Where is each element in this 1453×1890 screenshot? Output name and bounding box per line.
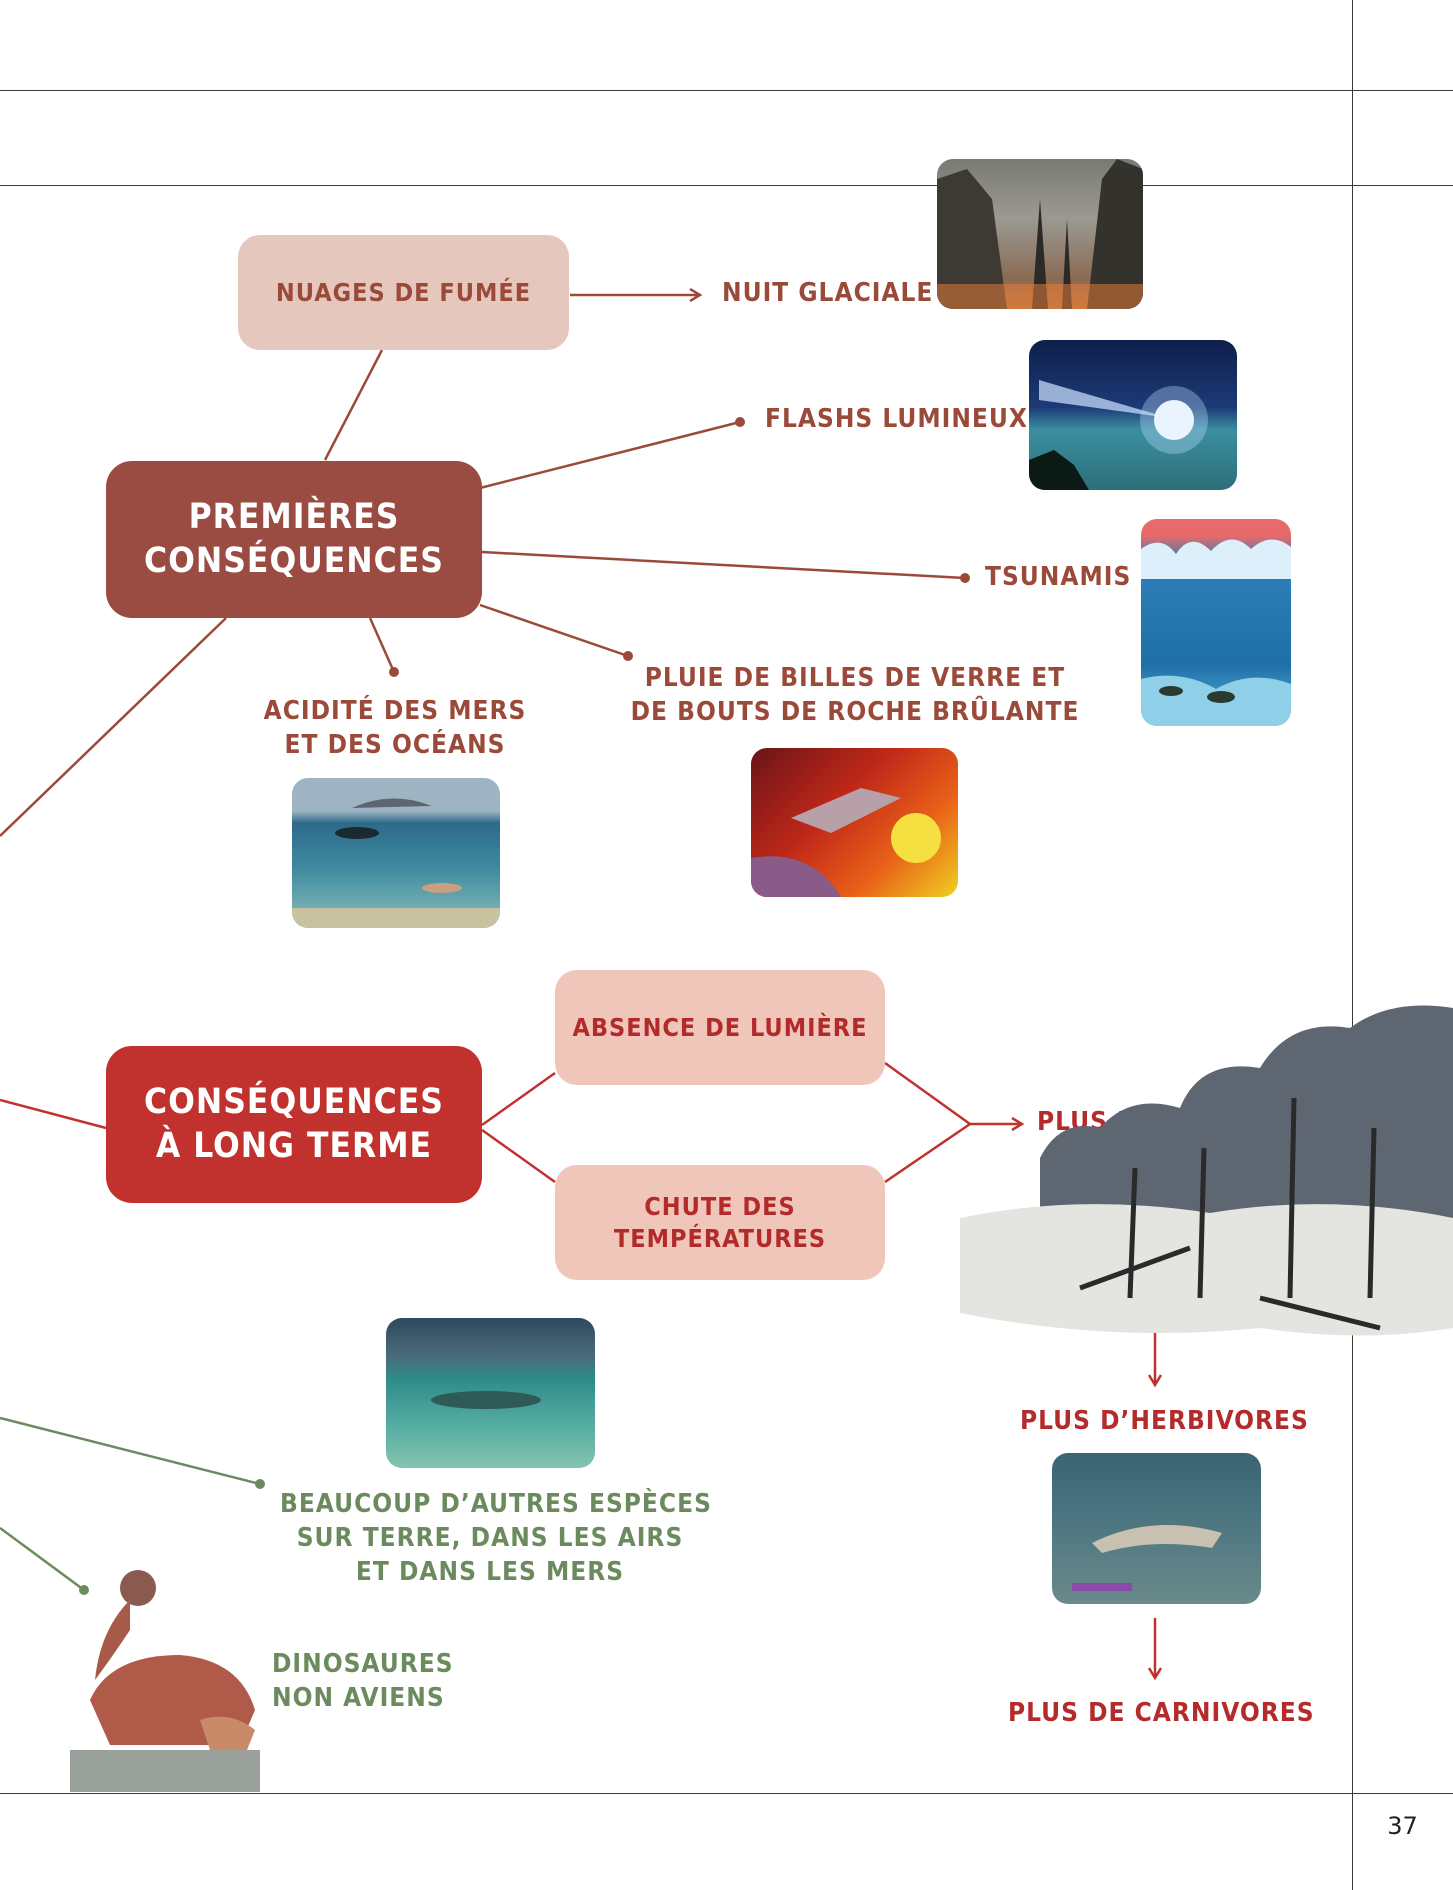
illustration-light-flash xyxy=(1029,340,1237,490)
label-acidite: ACIDITÉ DES MERS ET DES OCÉANS xyxy=(255,695,535,763)
label-dino-line2: NON AVIENS xyxy=(272,1682,445,1713)
top-rule-2 xyxy=(0,185,1453,186)
label-especes-line2: SUR TERRE, DANS LES AIRS xyxy=(296,1522,684,1553)
label-pluie: PLUIE DE BILLES DE VERRE ET DE BOUTS DE … xyxy=(630,662,1080,730)
illustration-sea-creature xyxy=(386,1318,595,1468)
illustration-burnt-forest xyxy=(937,159,1143,309)
node-chute-line2: TEMPÉRATURES xyxy=(613,1223,827,1253)
node-consequences-long-terme: CONSÉQUENCES À LONG TERME xyxy=(106,1046,482,1203)
illustration-devastated-landscape xyxy=(960,998,1453,1343)
label-autres-especes: BEAUCOUP D’AUTRES ESPÈCES SUR TERRE, DAN… xyxy=(280,1488,712,1589)
page-number: 37 xyxy=(1387,1812,1418,1840)
illustration-acid-sea xyxy=(292,778,500,928)
label-pluie-line1: PLUIE DE BILLES DE VERRE ET xyxy=(644,663,1066,693)
label-especes-line1: BEAUCOUP D’AUTRES ESPÈCES xyxy=(280,1489,712,1519)
label-plus-dherbivores: PLUS D’HERBIVORES xyxy=(1020,1406,1309,1436)
label-flashs-lumineux: FLASHS LUMINEUX xyxy=(765,404,1028,434)
illustration-tsunami xyxy=(1141,519,1291,726)
node-nuages-label: NUAGES DE FUMÉE xyxy=(275,277,532,307)
node-premieres-line2: CONSÉQUENCES xyxy=(144,540,444,581)
node-nuages-de-fumee: NUAGES DE FUMÉE xyxy=(238,235,569,350)
margin-rule xyxy=(1352,0,1353,1890)
illustration-herbivore-skeleton xyxy=(1052,1453,1261,1604)
illustration-ankylosaurus xyxy=(70,1570,265,1792)
label-plus-de-carnivores: PLUS DE CARNIVORES xyxy=(1008,1698,1315,1728)
label-especes-line3: ET DANS LES MERS xyxy=(355,1556,625,1587)
label-dino-line1: DINOSAURES xyxy=(272,1649,454,1679)
label-tsunamis: TSUNAMIS xyxy=(985,562,1132,592)
illustration-burning-rocks xyxy=(751,748,958,897)
node-chute-line1: CHUTE DES xyxy=(644,1192,796,1222)
top-rule-1 xyxy=(0,90,1453,91)
label-acidite-line1: ACIDITÉ DES MERS xyxy=(263,696,527,726)
node-absence-de-lumiere: ABSENCE DE LUMIÈRE xyxy=(555,970,885,1085)
node-absence-label: ABSENCE DE LUMIÈRE xyxy=(572,1012,868,1042)
label-acidite-line2: ET DES OCÉANS xyxy=(284,729,506,760)
node-premieres-line1: PREMIÈRES xyxy=(188,496,400,537)
node-premieres-consequences: PREMIÈRES CONSÉQUENCES xyxy=(106,461,482,618)
label-pluie-line2: DE BOUTS DE ROCHE BRÛLANTE xyxy=(630,696,1080,727)
label-nuit-glaciale: NUIT GLACIALE xyxy=(722,278,934,308)
node-long-terme-line1: CONSÉQUENCES xyxy=(144,1081,444,1122)
node-chute-des-temperatures: CHUTE DES TEMPÉRATURES xyxy=(555,1165,885,1280)
node-long-terme-line2: À LONG TERME xyxy=(155,1125,433,1166)
bottom-rule xyxy=(0,1793,1453,1794)
label-dinosaures: DINOSAURES NON AVIENS xyxy=(272,1648,454,1716)
